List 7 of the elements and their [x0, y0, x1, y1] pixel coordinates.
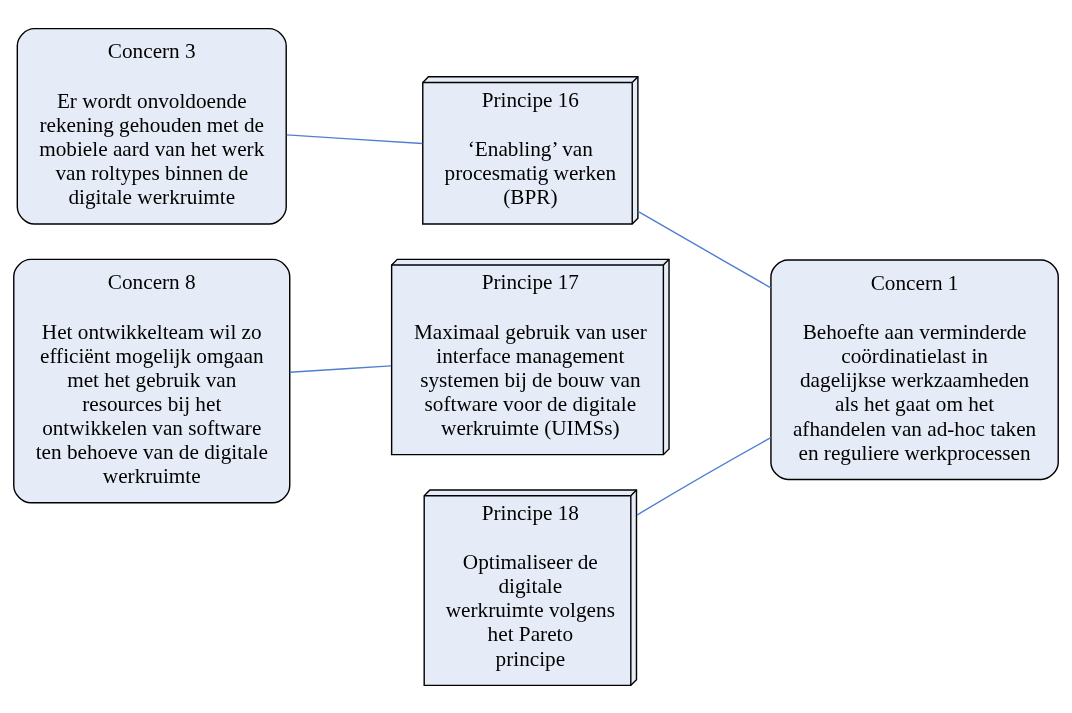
connector [637, 210, 772, 289]
connector [636, 436, 772, 516]
connector [289, 364, 392, 373]
connector [286, 133, 424, 144]
node-box: Concern 1 Behoefte aan verminderde coördinatielast in dagelijkse werkzaamheden als het gaat om het afhandelen van ad-hoc taken en reguliere werkprocessen [770, 258, 1059, 480]
node-box: Concern 8 Het ontwikkelteam wil zo efficiënt mogelijk omgaan met het gebruik van resources bij het ontwikkelen van software ten behoeve van de digitale werkruimte [13, 258, 291, 503]
node-box: Concern 3 Er wordt onvoldoende rekening gehouden met de mobiele aard van het werk van roltypes binnen de digitale werkruimte [16, 27, 287, 225]
